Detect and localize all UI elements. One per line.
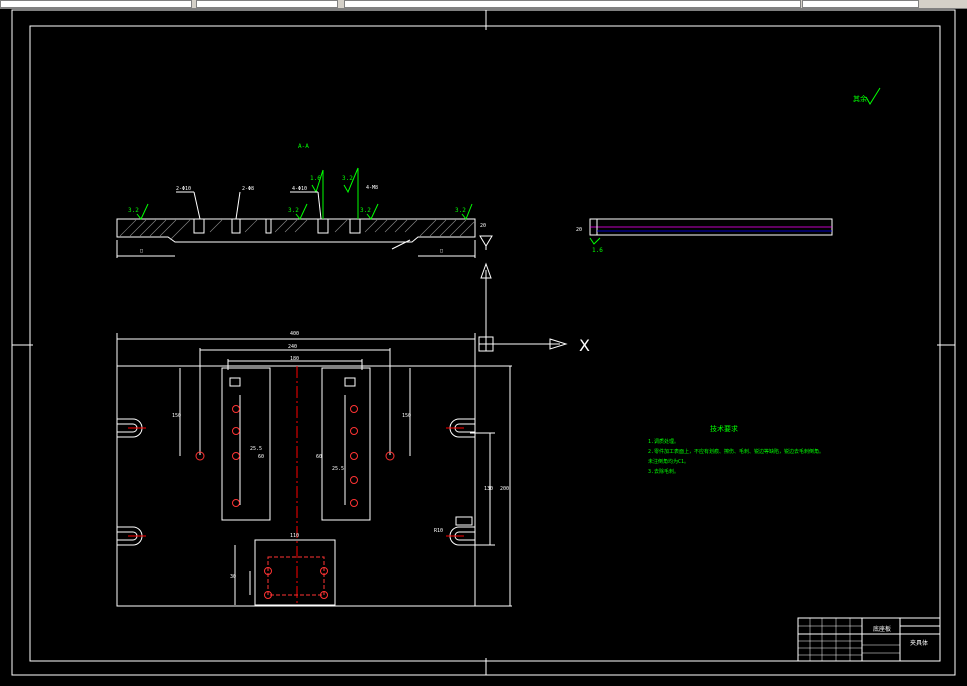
- roughness-2: 3.2: [288, 207, 299, 214]
- toolbar-field-2[interactable]: [196, 0, 338, 8]
- axis-x-label: X: [579, 336, 590, 355]
- side-roughness: 1.6: [592, 247, 603, 254]
- toolbar-field-3[interactable]: [344, 0, 801, 8]
- pad-holes: [264, 567, 328, 599]
- dim-label-right: □: [440, 248, 443, 254]
- dim-180: 180: [290, 356, 299, 362]
- roughness-symbol-general: 其余: [853, 87, 881, 105]
- toolbar-field-4[interactable]: [802, 0, 919, 8]
- dim-110: 110: [290, 533, 299, 539]
- title-part-name: 底座板: [873, 625, 891, 633]
- callout-3: 4-Φ10: [292, 186, 307, 192]
- guide-holes: [195, 405, 395, 507]
- ucs-icon: X: [478, 262, 590, 355]
- dim-r10: R10: [434, 528, 443, 534]
- dim-150-right: 150: [402, 413, 411, 419]
- right-guide-block: [321, 367, 371, 521]
- title-block: 底座板 夹具体: [797, 617, 941, 662]
- dim-30: 30: [230, 574, 236, 580]
- dim-overall: 400: [290, 331, 299, 337]
- section-view: □ □ 20: [116, 218, 493, 258]
- toolbar-field-1[interactable]: [0, 0, 192, 8]
- title-drawing-name: 夹具体: [910, 639, 928, 647]
- roughness-6: 3.2: [342, 175, 353, 182]
- plan-view: 400 240 180: [116, 331, 512, 607]
- slot-callouts: 2-Φ10 2-Φ8 4-Φ10 4-M8: [176, 185, 378, 192]
- slot-centers: [128, 427, 464, 537]
- section-roughness-group: 3.2 3.2 3.2 3.2 1.6 3.2: [128, 175, 466, 214]
- dim-200: 200: [500, 486, 509, 492]
- tech-line-2: 2.零件加工表面上，不应有划痕、擦伤、毛刺、锐边等缺陷，锐边去毛刺倒角。: [648, 448, 824, 455]
- dim-60-left: 60: [258, 454, 264, 460]
- tech-line-3: 未注倒角均为C1。: [648, 458, 689, 465]
- callout-2: 2-Φ8: [242, 186, 254, 192]
- u-slots: [117, 418, 475, 546]
- side-thickness: 20: [576, 227, 582, 233]
- roughness-5: 1.6: [310, 175, 321, 182]
- section-hatch: [119, 219, 475, 241]
- callout-1: 2-Φ10: [176, 186, 191, 192]
- callout-4: 4-M8: [366, 185, 378, 191]
- dim-thickness: 20: [480, 223, 486, 229]
- section-holes: [193, 218, 361, 234]
- tech-title: 技术要求: [710, 424, 738, 433]
- technical-requirements: 技术要求 1.调质处理。 2.零件加工表面上，不应有划痕、擦伤、毛刺、锐边等缺陷…: [648, 424, 824, 475]
- dim-130: 130: [484, 486, 493, 492]
- outer-frame: [11, 9, 956, 676]
- left-guide-block: [221, 367, 271, 521]
- side-view: 20 1.6: [576, 218, 833, 254]
- callout-leaders: [176, 191, 322, 220]
- roughness-4: 3.2: [455, 207, 466, 214]
- dim-25-right: 25.5: [332, 466, 344, 472]
- dim-label-left: □: [140, 248, 143, 254]
- toolbar-strip: [0, 0, 967, 9]
- dim-150: 150: [172, 413, 181, 419]
- roughness-3: 3.2: [360, 207, 371, 214]
- dim-25-left: 25.5: [250, 446, 262, 452]
- tech-line-4: 3.去除毛刺。: [648, 468, 679, 475]
- tech-line-1: 1.调质处理。: [648, 438, 679, 445]
- inner-frame: [29, 25, 941, 662]
- roughness-triangles: [136, 167, 473, 220]
- roughness-1: 3.2: [128, 207, 139, 214]
- cad-drawing-canvas[interactable]: 其余 A-A □ □ 20 3.2: [0, 8, 967, 686]
- dim-240: 240: [288, 344, 297, 350]
- dim-60-right: 60: [316, 454, 322, 460]
- roughness-general-label: 其余: [853, 94, 867, 103]
- section-label: A-A: [298, 143, 309, 150]
